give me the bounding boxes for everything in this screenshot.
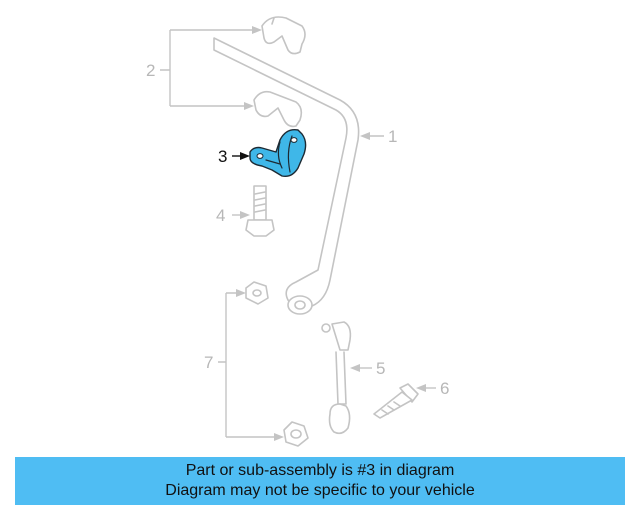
callout-5: 5	[350, 359, 385, 378]
bolt-part-6	[373, 383, 419, 419]
callout-1: 1	[360, 127, 397, 146]
nuts-part-7	[245, 281, 309, 447]
callout-number: 1	[388, 127, 397, 146]
callout-number: 5	[376, 359, 385, 378]
stabilizer-bar-part-1	[213, 37, 360, 315]
parts-diagram: 1 2 3 4 5 6 7	[146, 16, 449, 447]
callout-3: 3	[218, 147, 250, 166]
callout-number: 7	[204, 353, 213, 372]
bracket-part-3-highlighted	[249, 129, 307, 178]
callout-4: 4	[216, 206, 250, 225]
banner-disclaimer: Diagram may not be specific to your vehi…	[165, 482, 475, 499]
callout-6: 6	[416, 379, 449, 398]
callout-2: 2	[146, 26, 262, 110]
callout-number: 6	[440, 379, 449, 398]
callout-number: 2	[146, 61, 155, 80]
callout-7: 7	[204, 289, 284, 441]
callout-number: 4	[216, 206, 225, 225]
bushing-part-2	[253, 16, 306, 128]
stabilizer-link-part-5	[321, 321, 352, 435]
callout-number: 3	[218, 147, 227, 166]
banner-part-note: Part or sub-assembly is #3 in diagram	[185, 462, 455, 479]
info-banner: Part or sub-assembly is #3 in diagram Di…	[15, 457, 625, 505]
bolt-part-4	[245, 185, 275, 237]
